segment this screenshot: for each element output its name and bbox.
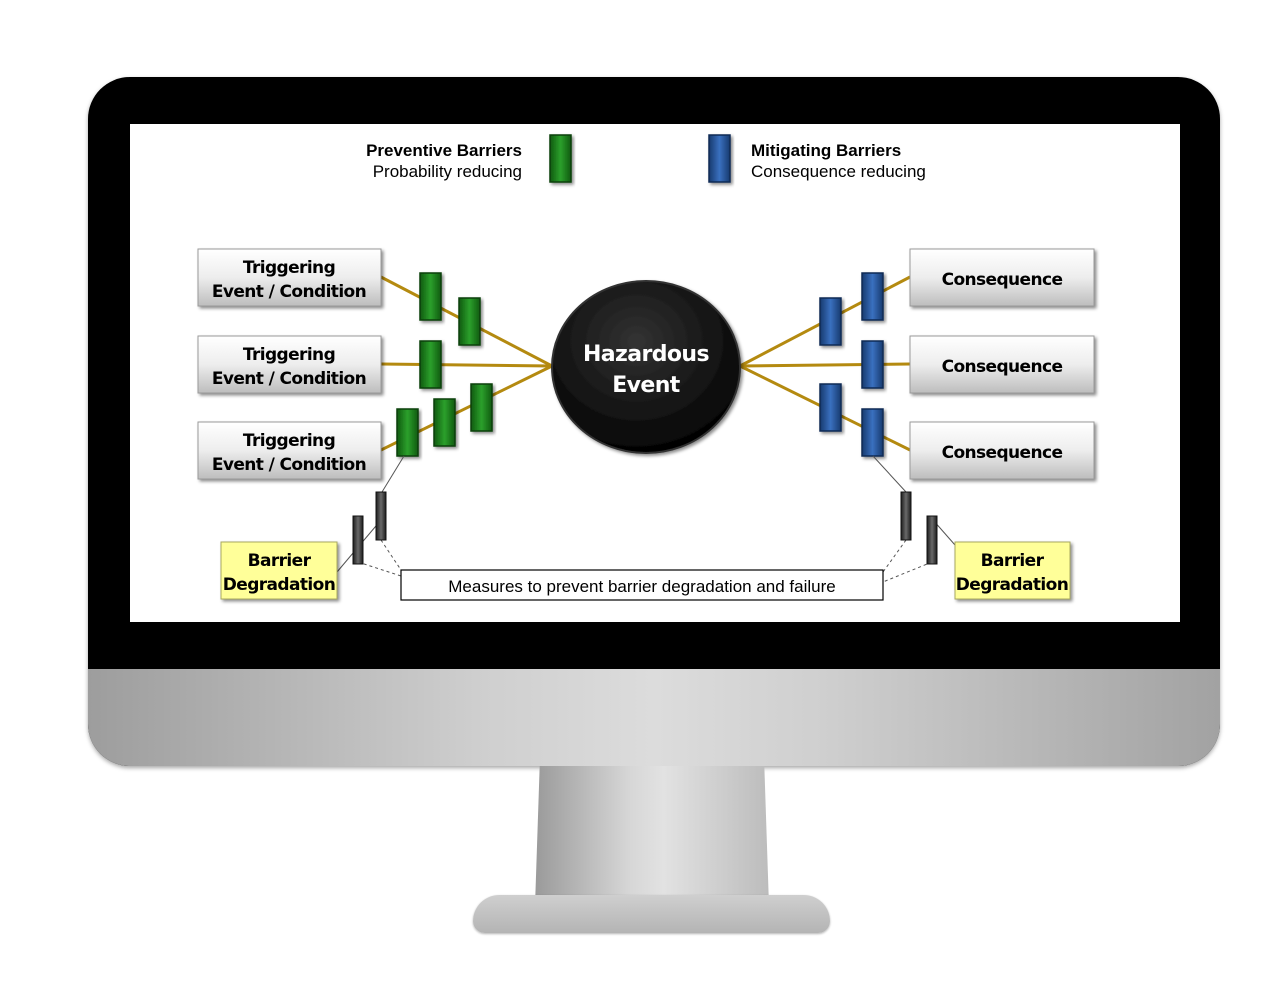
trigger-label-line1: Triggering [243,258,335,278]
legend-mitigating-title: Mitigating Barriers [751,141,901,160]
monitor-chin [88,669,1220,766]
consequence-box-2[interactable]: Consequence [909,335,1095,394]
mitigating-barriers [819,272,884,457]
consequence-label: Consequence [942,443,1063,463]
legend-preventive: Preventive Barriers Probability reducing [366,134,572,183]
degradation-barrier[interactable] [900,491,912,541]
trigger-label-line1: Triggering [243,345,335,365]
mitigating-barrier[interactable] [861,408,884,457]
measures-label: Measures to prevent barrier degradation … [448,577,835,596]
connector-trigger-2 [380,362,553,368]
mitigating-barrier[interactable] [861,340,884,389]
degradation-right-line1: Barrier [981,551,1045,571]
monitor-stand-neck [535,766,769,906]
degradation-left-line2: Degradation [223,575,335,595]
preventive-barrier[interactable] [433,398,456,447]
hazardous-event-line1: Hazardous [583,342,709,367]
mitigating-barrier[interactable] [819,297,842,346]
preventive-barrier[interactable] [396,408,419,457]
legend-preventive-swatch [549,134,572,183]
degradation-barrier[interactable] [926,515,938,565]
connector-consequence-2 [739,362,911,368]
legend-preventive-title: Preventive Barriers [366,141,522,160]
consequence-box-1[interactable]: Consequence [909,248,1095,307]
monitor-stand-base [473,895,830,933]
trigger-box-1[interactable]: Triggering Event / Condition [197,248,382,307]
legend-mitigating-swatch [708,134,731,183]
trigger-box-2[interactable]: Triggering Event / Condition [197,335,382,394]
degradation-right-line2: Degradation [956,575,1068,595]
degradation-barrier[interactable] [352,515,364,565]
measures-box[interactable]: Measures to prevent barrier degradation … [400,569,884,601]
degradation-links [336,455,956,583]
consequence-box-3[interactable]: Consequence [909,421,1095,480]
preventive-barrier[interactable] [458,297,481,346]
trigger-label-line2: Event / Condition [212,455,366,475]
legend-mitigating: Mitigating Barriers Consequence reducing [708,134,926,183]
legend-preventive-subtitle: Probability reducing [373,162,522,181]
hazardous-event-line2: Event [612,373,681,398]
preventive-barrier[interactable] [419,272,442,321]
preventive-barrier[interactable] [470,383,493,432]
mitigating-barrier[interactable] [819,383,842,432]
consequence-label: Consequence [942,357,1063,377]
preventive-barrier[interactable] [419,340,442,389]
trigger-label-line2: Event / Condition [212,282,366,302]
trigger-box-3[interactable]: Triggering Event / Condition [197,421,382,480]
hazardous-event[interactable]: Hazardous Event [551,280,741,454]
degradation-barrier[interactable] [375,491,387,541]
mitigating-barrier[interactable] [861,272,884,321]
preventive-barriers [396,272,493,457]
legend-mitigating-subtitle: Consequence reducing [751,162,926,181]
degradation-barriers [352,491,938,565]
barrier-degradation-left[interactable]: Barrier Degradation [220,541,338,600]
barrier-degradation-right[interactable]: Barrier Degradation [954,541,1071,600]
consequence-label: Consequence [942,270,1063,290]
degradation-left-line1: Barrier [248,551,312,571]
trigger-label-line1: Triggering [243,431,335,451]
trigger-label-line2: Event / Condition [212,369,366,389]
